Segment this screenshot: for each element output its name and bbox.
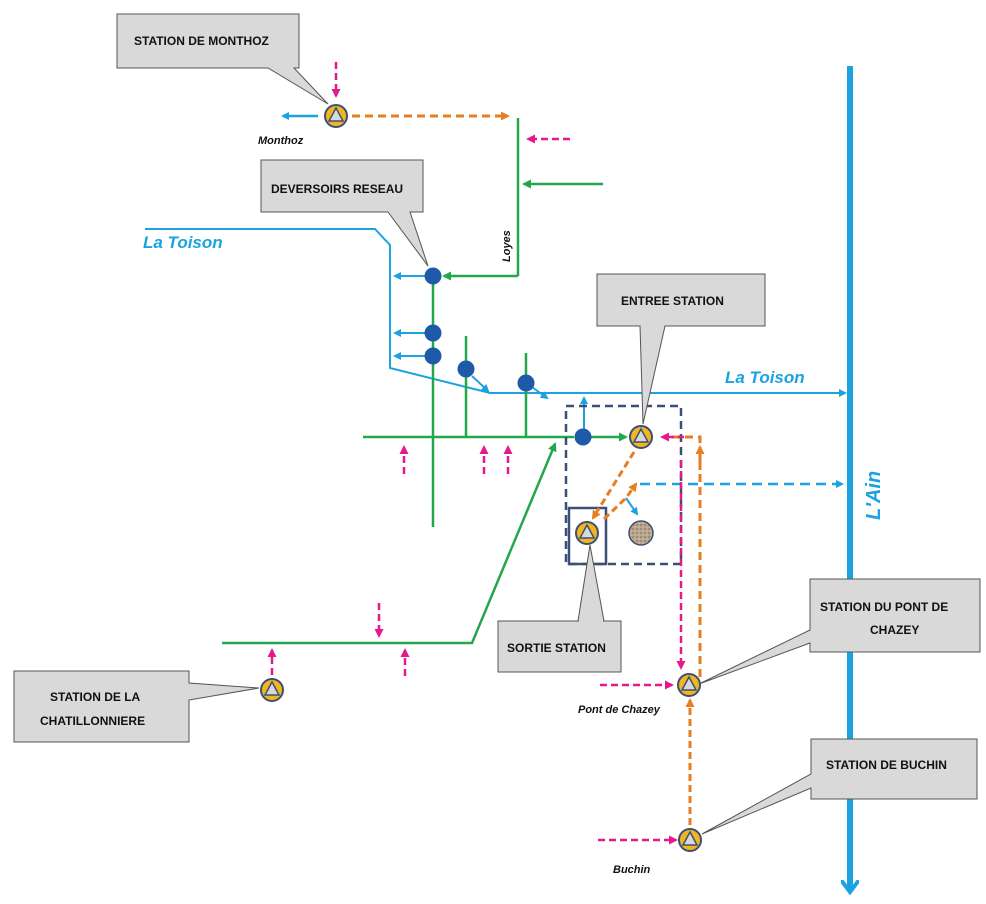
callout-monthoz: STATION DE MONTHOZ bbox=[116, 13, 329, 105]
pump-station-monthoz bbox=[324, 104, 348, 128]
buchin-label: Buchin bbox=[613, 864, 651, 876]
callout-entree-text: ENTREE STATION bbox=[621, 294, 724, 308]
toison-river bbox=[145, 228, 847, 397]
callout-buchin-text: STATION DE BUCHIN bbox=[826, 758, 947, 772]
callout-sortie: SORTIE STATION bbox=[497, 544, 622, 673]
callout-pont-chazey: STATION DU PONT DE CHAZEY bbox=[698, 578, 981, 685]
entree-to-sortie-pumped bbox=[591, 451, 636, 520]
pump-station-buchin bbox=[678, 828, 702, 852]
deversoir-node-1 bbox=[424, 267, 442, 285]
pump-station-chatillonniere bbox=[260, 678, 284, 702]
chatillonniere-network bbox=[222, 442, 557, 645]
pump-station-entree bbox=[629, 425, 653, 449]
treated-to-tank bbox=[625, 497, 639, 516]
callout-entree: ENTREE STATION bbox=[596, 273, 766, 425]
callout-deversoirs-text: DEVERSOIRS RESEAU bbox=[271, 182, 403, 196]
pont-de-chazey-label: Pont de Chazey bbox=[578, 704, 661, 716]
callout-pont-chazey-text-1: STATION DU PONT DE bbox=[820, 600, 948, 614]
callout-buchin: STATION DE BUCHIN bbox=[701, 738, 978, 835]
monthoz-label: Monthoz bbox=[258, 135, 304, 147]
deversoir-node-entree bbox=[574, 428, 592, 446]
loyes-label: Loyes bbox=[501, 230, 513, 262]
plant-to-ain-link bbox=[602, 482, 638, 521]
callout-deversoirs: DEVERSOIRS RESEAU bbox=[260, 159, 429, 267]
pump-station-sortie bbox=[575, 521, 599, 545]
plant-outline bbox=[564, 404, 683, 566]
deversoir-outflow-4 bbox=[471, 375, 490, 393]
deversoir-outflow-5 bbox=[531, 386, 549, 400]
deversoir-node-5 bbox=[517, 374, 535, 392]
callout-monthoz-text: STATION DE MONTHOZ bbox=[134, 34, 269, 48]
callout-sortie-text: SORTIE STATION bbox=[507, 641, 606, 655]
callout-chatillonniere-text-2: CHATILLONNIERE bbox=[40, 714, 145, 728]
toison-label-left: La Toison bbox=[143, 233, 223, 252]
treatment-tank bbox=[628, 520, 654, 546]
toison-label-right: La Toison bbox=[725, 368, 805, 387]
callout-chatillonniere-text-1: STATION DE LA bbox=[50, 690, 141, 704]
pump-station-pont-chazey bbox=[677, 673, 701, 697]
callout-chatillonniere: STATION DE LA CHATILLONNIERE bbox=[13, 670, 260, 743]
deversoir-node-4 bbox=[457, 360, 475, 378]
callout-pont-chazey-text-2: CHAZEY bbox=[870, 623, 919, 637]
deversoir-node-2 bbox=[424, 324, 442, 342]
ain-label: L'Ain bbox=[863, 471, 885, 520]
deversoir-node-3 bbox=[424, 347, 442, 365]
chazey-pumped-to-entree bbox=[664, 435, 702, 677]
